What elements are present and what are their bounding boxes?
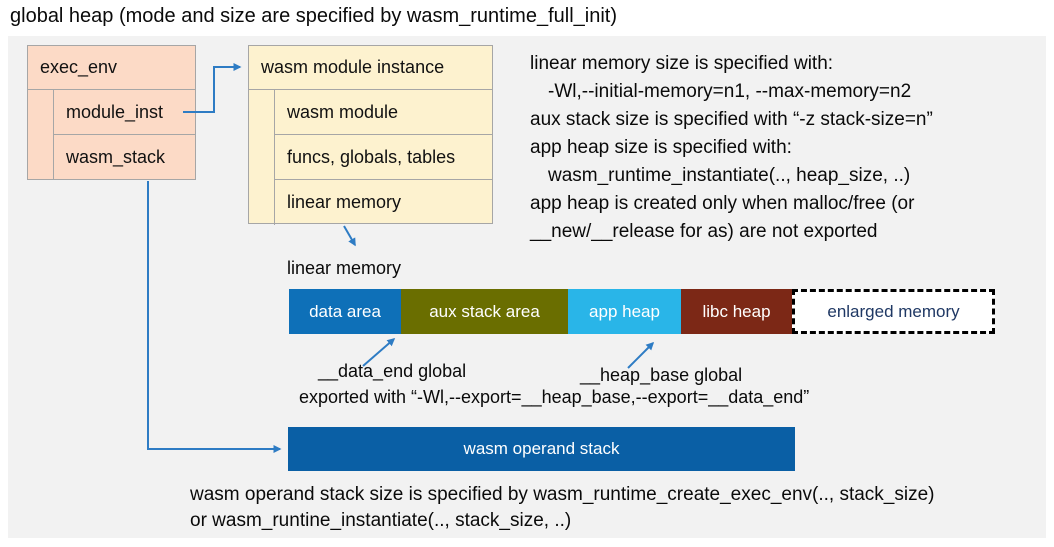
exec-env-box: exec_env module_inst wasm_stack bbox=[27, 45, 196, 180]
data-end-global-label: __data_end global bbox=[318, 361, 467, 381]
diagram-title: global heap (mode and size are specified… bbox=[10, 5, 617, 27]
note-line: linear memory size is specified with: bbox=[530, 53, 834, 74]
note-line: -Wl,--initial-memory=n1, --max-memory=n2 bbox=[548, 81, 912, 102]
note-line: wasm operand stack size is specified by … bbox=[190, 484, 935, 505]
memory-segment-app-heap: app heap bbox=[568, 289, 681, 334]
exec-env-header: exec_env bbox=[28, 46, 195, 90]
note-line: app heap is created only when malloc/fre… bbox=[530, 193, 915, 214]
note-line: __new/__release for as) are not exported bbox=[530, 221, 878, 242]
memory-size-notes: linear memory size is specified with: -W… bbox=[530, 50, 933, 246]
memory-segment-enlarged-memory: enlarged memory bbox=[792, 289, 995, 334]
module-instance-header: wasm module instance bbox=[249, 46, 492, 90]
module-instance-row-linear-memory: linear memory bbox=[274, 180, 492, 225]
operand-stack-notes: wasm operand stack size is specified by … bbox=[190, 482, 935, 534]
memory-segment-libc-heap: libc heap bbox=[681, 289, 792, 334]
linear-memory-label: linear memory bbox=[287, 258, 402, 278]
note-line: aux stack size is specified with “-z sta… bbox=[530, 109, 933, 130]
exported-with-label: exported with “-Wl,--export=__heap_base,… bbox=[299, 387, 810, 407]
note-line: or wasm_runtine_instantiate(.., stack_si… bbox=[190, 510, 572, 531]
module-instance-box: wasm module instance wasm module funcs, … bbox=[248, 45, 493, 225]
exec-env-row-module-inst: module_inst bbox=[53, 90, 195, 135]
heap-base-global-label: __heap_base global bbox=[580, 365, 743, 385]
module-instance-row-funcs-globals-tables: funcs, globals, tables bbox=[274, 135, 492, 180]
exec-env-row-wasm-stack: wasm_stack bbox=[53, 135, 195, 180]
memory-segment-data-area: data area bbox=[289, 289, 401, 334]
note-line: wasm_runtime_instantiate(.., heap_size, … bbox=[548, 165, 911, 186]
memory-segment-aux-stack-area: aux stack area bbox=[401, 289, 568, 334]
wasm-operand-stack-box: wasm operand stack bbox=[288, 427, 795, 471]
note-line: app heap size is specified with: bbox=[530, 137, 792, 158]
module-instance-row-wasm-module: wasm module bbox=[274, 90, 492, 135]
